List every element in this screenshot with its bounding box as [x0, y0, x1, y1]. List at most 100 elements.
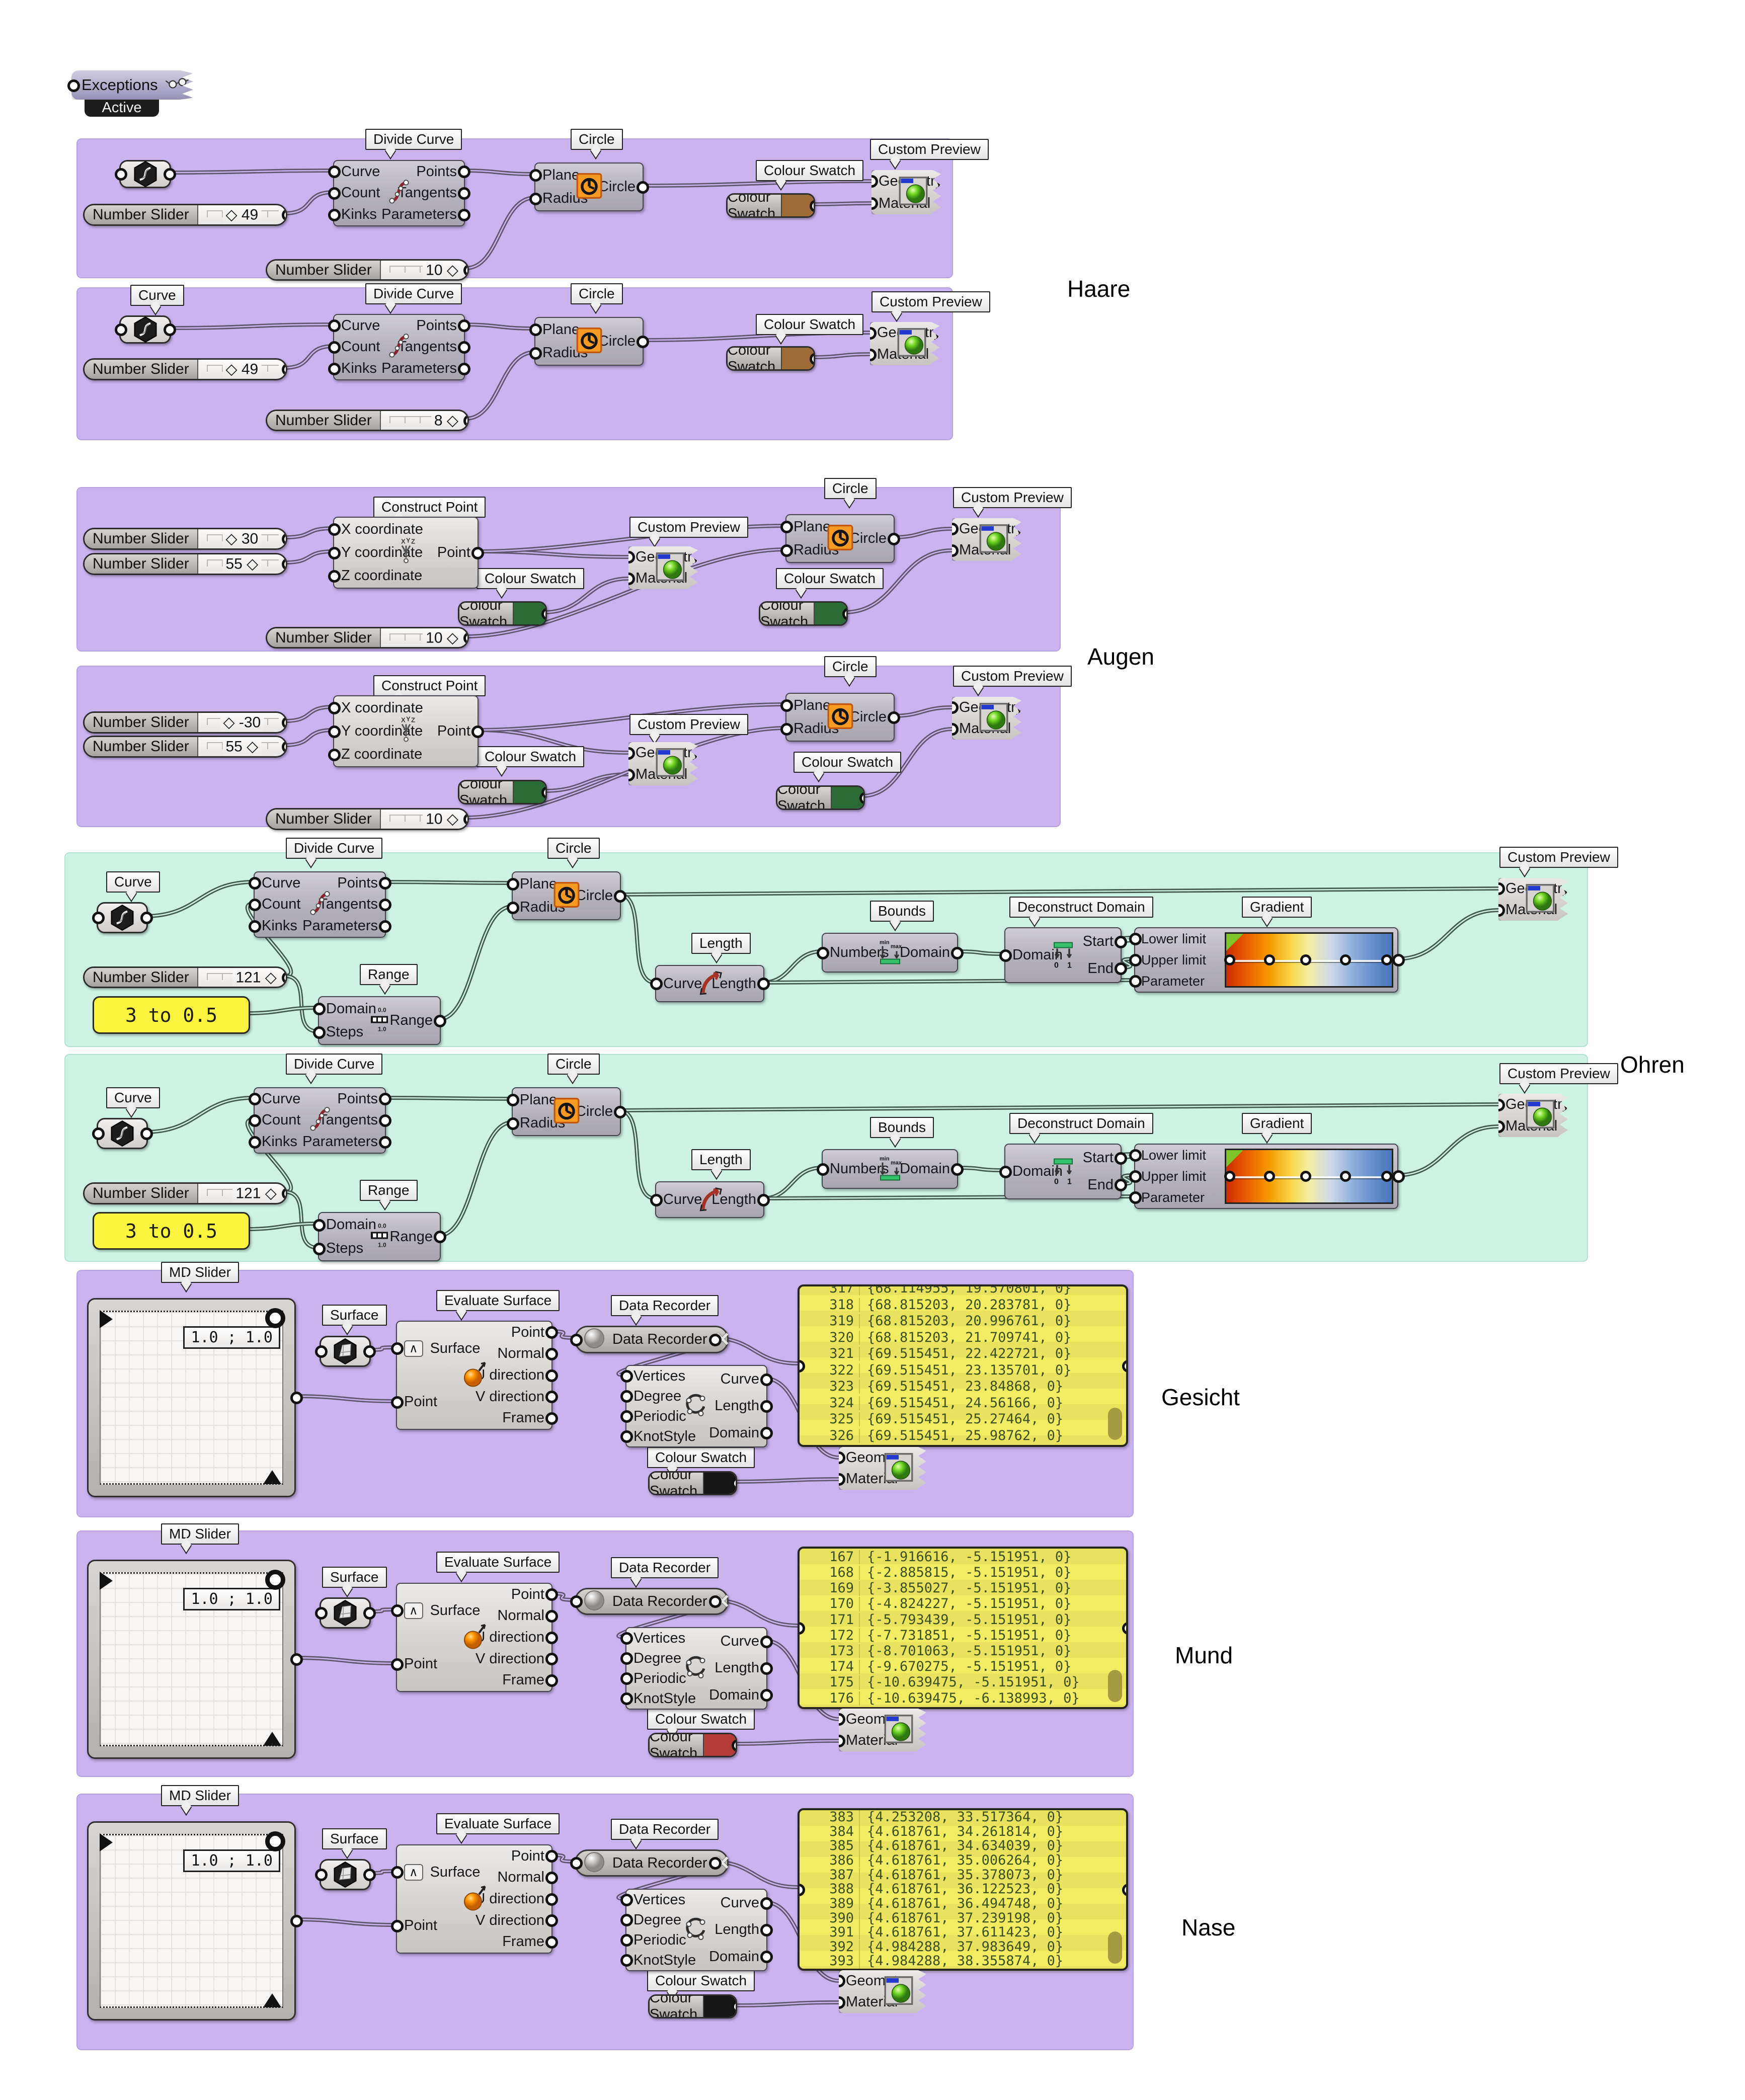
slider-track[interactable]: 55 ◇: [198, 737, 286, 756]
input-socket[interactable]: [507, 878, 519, 891]
input-socket[interactable]: [313, 1219, 326, 1232]
input-socket[interactable]: [620, 1692, 633, 1705]
output-socket[interactable]: [363, 1607, 376, 1620]
input-socket[interactable]: [1129, 1191, 1142, 1204]
slider-track[interactable]: ◇ 49: [198, 360, 286, 379]
swatch-color[interactable]: [815, 603, 846, 624]
input-socket[interactable]: [115, 324, 127, 336]
colour-swatch[interactable]: Colour Swatch: [648, 1994, 737, 2018]
slider-track[interactable]: ◇ -30: [198, 713, 286, 732]
gradient-grip[interactable]: [1339, 954, 1351, 965]
output-socket[interactable]: [379, 899, 391, 911]
number-slider[interactable]: Number Slider◇ 49: [83, 358, 287, 380]
output-socket[interactable]: [363, 1869, 376, 1881]
input-socket[interactable]: [328, 546, 341, 559]
gradient-grip[interactable]: [1263, 954, 1275, 965]
input-socket[interactable]: [328, 362, 341, 375]
input-socket[interactable]: [529, 347, 542, 360]
output-socket[interactable]: [1122, 1359, 1126, 1372]
input-socket[interactable]: [249, 920, 261, 933]
slider-value[interactable]: ◇ 49: [222, 206, 262, 224]
colour-swatch[interactable]: Colour Swatch: [648, 1733, 737, 1757]
swatch-color[interactable]: [704, 1473, 736, 1494]
input-socket[interactable]: [328, 166, 341, 179]
output-socket[interactable]: [282, 209, 286, 221]
slider-value[interactable]: ◇ 30: [222, 530, 262, 548]
input-socket[interactable]: [328, 523, 341, 536]
slider-value[interactable]: 121 ◇: [232, 1184, 280, 1202]
input-socket[interactable]: [529, 192, 542, 205]
input-socket[interactable]: [315, 1345, 328, 1358]
input-socket[interactable]: [391, 1919, 404, 1932]
data-panel[interactable]: 383{4.253208, 33.517364, 0}384{4.618761,…: [798, 1808, 1128, 1971]
slider-track[interactable]: 8 ◇: [380, 411, 467, 430]
slider-value[interactable]: ◇ 49: [222, 360, 262, 378]
output-socket[interactable]: [545, 1391, 558, 1404]
output-socket[interactable]: [545, 1914, 558, 1927]
md-slider-knob[interactable]: [265, 1308, 285, 1328]
input-socket[interactable]: [780, 544, 793, 557]
gradient-grip[interactable]: [1339, 1171, 1351, 1182]
output-socket[interactable]: [471, 725, 484, 738]
swatch-color[interactable]: [514, 781, 545, 803]
output-socket[interactable]: [282, 971, 286, 984]
output-socket[interactable]: [471, 546, 484, 559]
slider-value[interactable]: 10 ◇: [423, 629, 461, 647]
slider-track[interactable]: 121 ◇: [198, 1184, 286, 1203]
input-socket[interactable]: [507, 1094, 519, 1107]
input-socket[interactable]: [620, 1632, 633, 1645]
input-socket[interactable]: [1129, 954, 1142, 966]
output-socket[interactable]: [614, 1105, 626, 1118]
output-socket[interactable]: [379, 920, 391, 933]
input-socket[interactable]: [800, 1359, 805, 1372]
panel-scrollbar[interactable]: [1108, 1670, 1122, 1702]
slider-value[interactable]: 8 ◇: [431, 412, 461, 429]
input-socket[interactable]: [328, 570, 341, 583]
output-socket[interactable]: [458, 208, 470, 221]
output-socket[interactable]: [282, 1187, 286, 1200]
surface-param[interactable]: [315, 1597, 376, 1629]
output-socket[interactable]: [1115, 962, 1127, 976]
input-socket[interactable]: [650, 978, 663, 990]
input-socket[interactable]: [92, 1127, 105, 1140]
number-slider[interactable]: Number Slider◇ 49: [83, 204, 287, 226]
output-socket[interactable]: [760, 1635, 773, 1648]
input-socket[interactable]: [529, 169, 542, 182]
output-socket[interactable]: [545, 1631, 558, 1644]
swatch-color[interactable]: [514, 603, 545, 624]
slider-value[interactable]: 55 ◇: [222, 738, 262, 756]
input-socket[interactable]: [391, 1604, 404, 1618]
output-socket[interactable]: [1115, 1152, 1127, 1165]
input-socket[interactable]: [570, 1595, 583, 1608]
output-socket[interactable]: [140, 912, 153, 924]
input-socket[interactable]: [800, 1622, 805, 1635]
slider-track[interactable]: 10 ◇: [380, 628, 467, 647]
colour-swatch[interactable]: Colour Swatch: [776, 785, 865, 810]
curve-param[interactable]: [115, 160, 176, 188]
output-socket[interactable]: [434, 1014, 446, 1027]
input-socket[interactable]: [391, 1658, 404, 1671]
output-socket[interactable]: [379, 1114, 391, 1127]
output-socket[interactable]: [282, 741, 286, 753]
output-socket[interactable]: [379, 1093, 391, 1106]
gradient-grip[interactable]: [1381, 954, 1393, 965]
input-socket[interactable]: [67, 79, 80, 92]
gradient-grip[interactable]: [1224, 1171, 1235, 1182]
input-socket[interactable]: [507, 1117, 519, 1130]
output-socket[interactable]: [463, 264, 467, 277]
output-socket[interactable]: [757, 978, 770, 990]
